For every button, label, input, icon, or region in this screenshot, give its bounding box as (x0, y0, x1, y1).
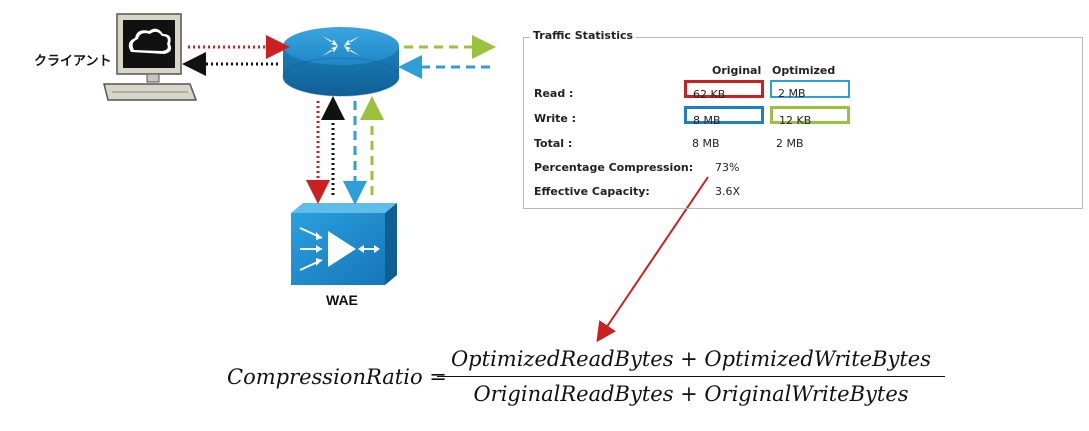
formula-numerator: OptimizedReadBytes + OptimizedWriteBytes (450, 347, 932, 371)
total-optimized-value: 2 MB (776, 137, 804, 150)
read-optimized-box: 2 MB (770, 80, 850, 100)
wae-device-icon (291, 203, 397, 285)
percentage-compression-value: 73% (715, 161, 740, 174)
write-optimized-box: 12 KB (770, 106, 850, 127)
wae-label: WAE (326, 292, 358, 308)
read-optimized-value: 2 MB (778, 87, 806, 100)
col-optimized-header: Optimized (772, 64, 836, 77)
pointer-arrow (596, 176, 709, 343)
read-original-box: 62 KB (684, 80, 764, 101)
write-original-box: 8 MB (684, 106, 764, 127)
write-original-value: 8 MB (693, 114, 721, 127)
router-icon (282, 27, 400, 97)
effective-capacity-label: Effective Capacity: (534, 185, 650, 198)
row-label-read: Read : (534, 87, 574, 100)
fraction-bar (437, 376, 945, 377)
write-optimized-value: 12 KB (779, 114, 812, 127)
row-label-total: Total : (534, 137, 573, 150)
client-computer-icon (103, 13, 198, 101)
traffic-statistics-panel: Traffic Statistics Original Optimized Re… (523, 29, 1083, 209)
read-original-value: 62 KB (693, 88, 726, 101)
formula-denominator: OriginalReadBytes + OriginalWriteBytes (473, 382, 909, 406)
row-label-write: Write : (534, 112, 577, 125)
total-original-value: 8 MB (692, 137, 720, 150)
stats-title: Traffic Statistics (530, 29, 637, 42)
col-original-header: Original (712, 64, 762, 77)
effective-capacity-value: 3.6X (715, 185, 741, 198)
percentage-compression-label: Percentage Compression: (534, 161, 694, 174)
client-label: クライアント (34, 53, 112, 68)
formula-lhs: CompressionRatio = (227, 365, 447, 389)
formula-fraction: OptimizedReadBytes + OptimizedWriteBytes… (437, 344, 945, 409)
